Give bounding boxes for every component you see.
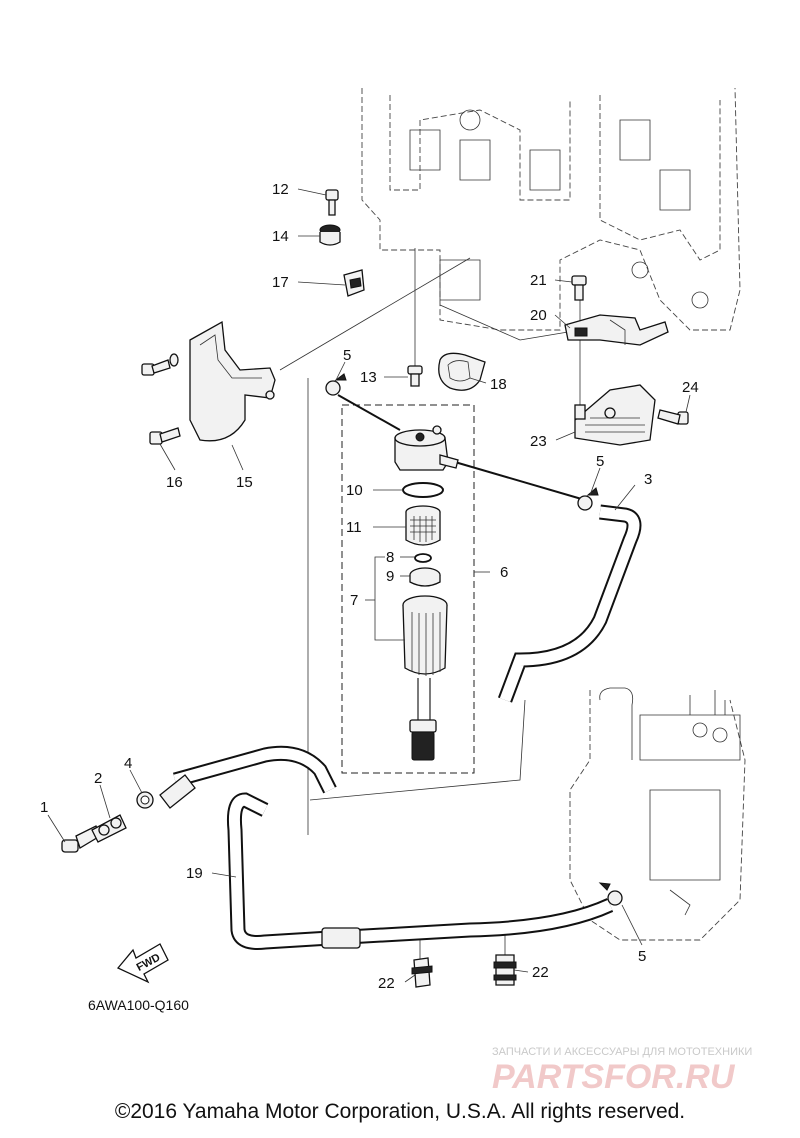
- hose-19: [172, 699, 614, 950]
- label-18: 18: [490, 376, 507, 393]
- label-8: 8: [386, 549, 394, 566]
- watermark: ЗАПЧАСТИ И АКСЕССУАРЫ ДЛЯ МОТОТЕХНИКИ PA…: [492, 1046, 752, 1096]
- label-5-right: 5: [596, 453, 604, 470]
- part-7-filter-cup: [402, 595, 448, 761]
- part-20-bracket: [564, 314, 669, 346]
- label-22-right: 22: [532, 964, 549, 981]
- part-12-bolt: [325, 189, 339, 216]
- label-4: 4: [124, 755, 132, 772]
- part-10-o-ring: [402, 482, 444, 498]
- part-5-clamp-b: [577, 487, 599, 511]
- part-24-bolt: [657, 409, 689, 425]
- part-21-bolt: [571, 275, 587, 301]
- part-14-grommet: [319, 224, 341, 246]
- part-4-clip: [136, 791, 154, 809]
- part-15-bracket: [189, 320, 276, 442]
- hose-3: [497, 504, 642, 703]
- part-8-ring: [414, 553, 432, 563]
- label-24: 24: [682, 379, 699, 396]
- part-23-guide: [574, 384, 656, 446]
- label-15: 15: [236, 474, 253, 491]
- label-21: 21: [530, 272, 547, 289]
- part-11-filter-element: [405, 505, 441, 546]
- part-labels: 1 2 3 4 5 5 5 6 7 8 9 10 11 12 13 14 15 …: [40, 181, 699, 992]
- part-16-bolt: [149, 427, 181, 445]
- part-13-bolt: [407, 365, 423, 387]
- watermark-brand: PARTSFOR.RU: [492, 1058, 736, 1096]
- forward-arrow-icon: FWD: [116, 943, 169, 984]
- label-9: 9: [386, 568, 394, 585]
- diagram-code: 6AWA100-Q160: [88, 997, 189, 1013]
- label-1: 1: [40, 799, 48, 816]
- label-11: 11: [346, 519, 362, 536]
- label-12: 12: [272, 181, 289, 198]
- part-18-bracket: [438, 352, 486, 391]
- watermark-tagline: ЗАПЧАСТИ И АКСЕССУАРЫ ДЛЯ МОТОТЕХНИКИ: [492, 1046, 752, 1058]
- engine-block-outline: [361, 87, 741, 331]
- copyright-notice: ©2016 Yamaha Motor Corporation, U.S.A. A…: [114, 1100, 686, 1123]
- vapor-separator-outline: [569, 687, 746, 941]
- label-23: 23: [530, 433, 547, 450]
- part-22-clip-b: [493, 954, 517, 986]
- label-22-left: 22: [378, 975, 395, 992]
- part-5-clamp-a: [325, 373, 347, 396]
- label-13: 13: [360, 369, 377, 386]
- label-6: 6: [500, 564, 508, 581]
- label-3: 3: [644, 471, 652, 488]
- part-17-clip: [343, 269, 365, 297]
- part-2-connector: [91, 814, 127, 843]
- label-5-bottom: 5: [638, 948, 646, 965]
- label-10: 10: [346, 482, 363, 499]
- part-22-clip-a: [411, 957, 433, 988]
- label-2: 2: [94, 770, 102, 787]
- label-7: 7: [350, 592, 358, 609]
- label-5-top: 5: [343, 347, 351, 364]
- part-5-clamp-c: [598, 882, 623, 906]
- filter-head: [394, 425, 459, 471]
- label-17: 17: [272, 274, 289, 291]
- leader-lines: [47, 188, 691, 983]
- label-19: 19: [186, 865, 203, 882]
- label-16: 16: [166, 474, 183, 491]
- part-9-seal: [409, 567, 441, 587]
- label-20: 20: [530, 307, 547, 324]
- label-14: 14: [272, 228, 289, 245]
- filter-assembly-box: [341, 404, 475, 774]
- part-15-bolt-washer: [141, 353, 179, 376]
